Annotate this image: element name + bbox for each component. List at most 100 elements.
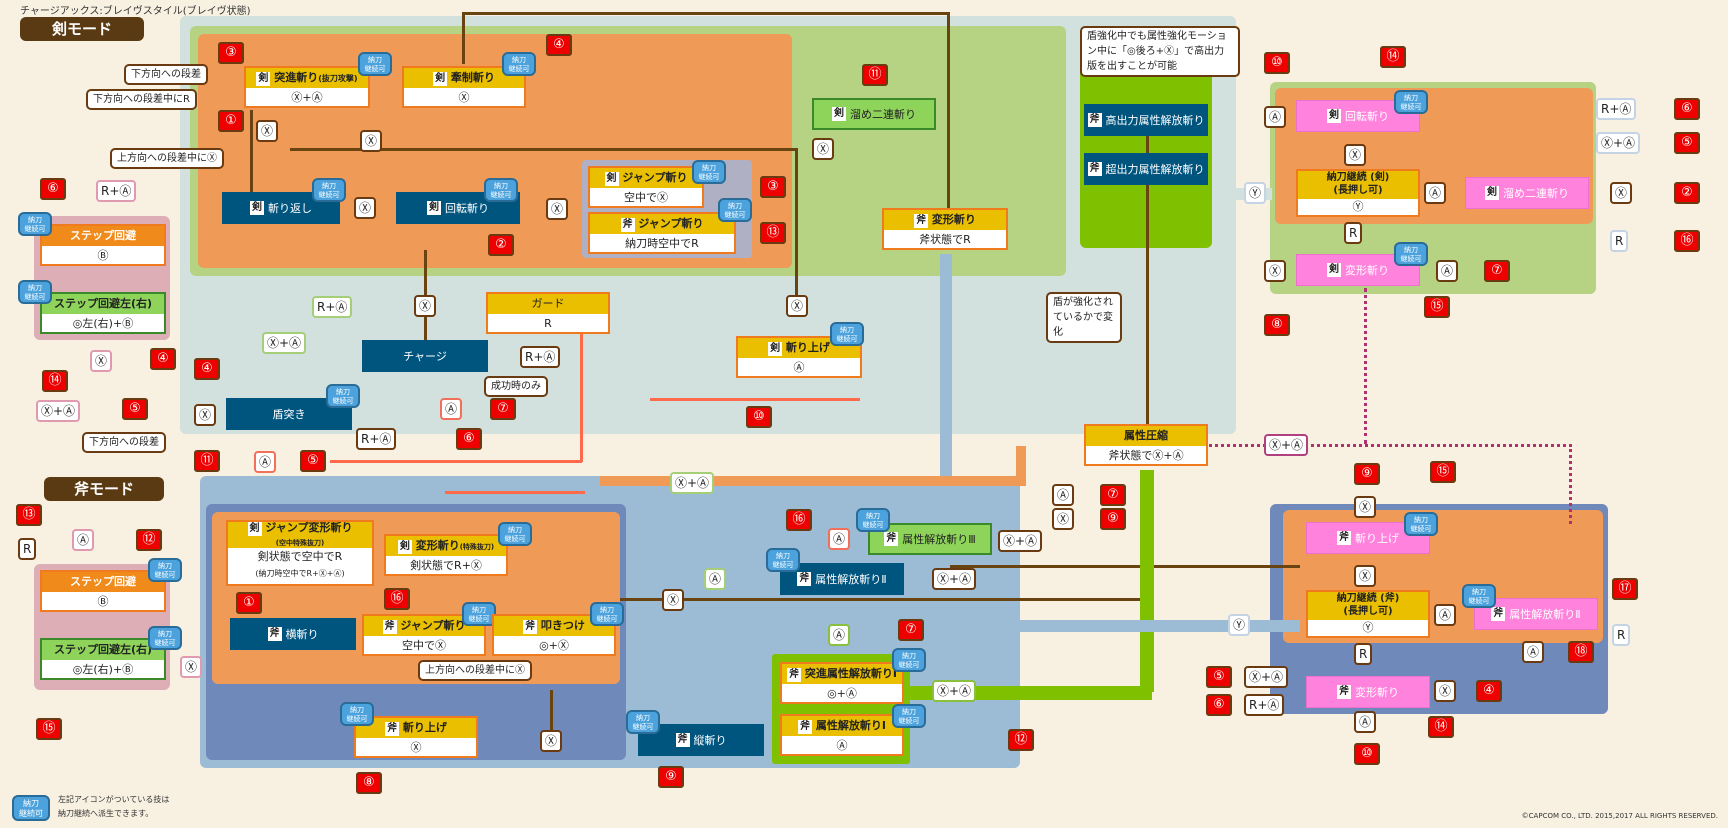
- nanto-sword-tame: 剣溜め二連斬り: [1465, 177, 1589, 209]
- ref-5: ⑤: [300, 450, 326, 472]
- nanto-badge: 納刀 継続可: [18, 212, 52, 236]
- move-name: ステップ回避: [42, 226, 164, 246]
- key-a: Ⓐ: [828, 624, 851, 646]
- nanto-badge: 納刀 継続可: [18, 280, 52, 304]
- move-sub: (長押し可): [1333, 185, 1383, 196]
- move-name: 納刀継続 (剣): [1326, 172, 1390, 183]
- key-r-a: R+Ⓐ: [1596, 98, 1637, 120]
- key-x: Ⓧ: [1354, 565, 1377, 587]
- axe-tag: 斧: [787, 668, 802, 682]
- move-name: ステップ回避左(右): [42, 640, 164, 660]
- move-name: ジャンプ斬り: [638, 217, 704, 230]
- orange-thick-arrow: [600, 476, 1020, 486]
- move-input: Ⓧ: [458, 91, 470, 104]
- move-input: Ⓐ: [793, 361, 805, 374]
- move-name: ガード: [488, 294, 608, 314]
- key-x-a: Ⓧ+Ⓐ: [670, 472, 715, 494]
- dotted-connector: [1108, 444, 1572, 447]
- ref-17: ⑰: [1612, 578, 1638, 600]
- axe-tag: 斧: [1337, 531, 1351, 545]
- move-sub: (抜刀攻撃): [318, 74, 358, 83]
- key-x: Ⓧ: [1264, 260, 1287, 282]
- connector: [1146, 110, 1149, 428]
- green-thick-arrow: [1140, 470, 1154, 692]
- key-y: Ⓨ: [1228, 614, 1251, 636]
- ref-6: ⑥: [1206, 694, 1232, 716]
- blue-thick-arrow: [1020, 620, 1300, 632]
- nanto-badge: 納刀 継続可: [1462, 584, 1496, 608]
- sword-tag: 剣: [433, 72, 448, 86]
- move-sub: (特殊抜刀): [459, 543, 495, 551]
- ref-7: ⑦: [1100, 484, 1126, 506]
- note-down-step-2: 下方向への段差: [82, 432, 166, 453]
- ref-10: ⑩: [1354, 743, 1380, 765]
- nanto-axe-henkei: 斧変形斬り: [1306, 676, 1430, 708]
- move-name: 属性解放斬りⅢ: [902, 533, 976, 546]
- move-input: ◎左(右)+Ⓑ: [72, 663, 134, 676]
- sword-tag: 剣: [397, 540, 412, 554]
- ref-1: ①: [218, 110, 244, 132]
- key-r: R: [1612, 624, 1631, 646]
- move-input: Ⓑ: [97, 595, 109, 608]
- key-x: Ⓧ: [812, 138, 835, 160]
- connector: [462, 12, 950, 15]
- move-kiriage-axe: 斧 斬り上げ Ⓧ: [354, 716, 478, 758]
- move-input: ◎+Ⓐ: [827, 687, 857, 700]
- nanto-badge: 納刀 継続可: [856, 508, 890, 532]
- ref-7: ⑦: [898, 619, 924, 641]
- connector: [462, 12, 465, 64]
- move-high-power-kaiho: 斧高出力属性解放斬り: [1084, 104, 1208, 136]
- ref-7: ⑦: [490, 398, 516, 420]
- ref-6: ⑥: [456, 428, 482, 450]
- note-high-power: 盾強化中でも属性強化モーション中に「◎後ろ+Ⓧ」で高出力版を出すことが可能: [1080, 26, 1240, 77]
- axe-tag: 斧: [382, 620, 397, 634]
- move-name: 属性解放斬りⅡ: [815, 573, 887, 586]
- key-r-a: R+Ⓐ: [356, 428, 397, 450]
- nanto-badge: 納刀 継続可: [1394, 242, 1428, 266]
- key-a: Ⓐ: [1436, 260, 1459, 282]
- nanto-keizoku-sword: 納刀継続 (剣)(長押し可) Ⓨ: [1296, 169, 1420, 217]
- orange-thick-arrow: [1016, 446, 1026, 486]
- key-a: Ⓐ: [1424, 182, 1447, 204]
- move-name: 変形斬り: [1355, 686, 1399, 699]
- move-name: 盾突き: [272, 408, 306, 421]
- nanto-axe-kaiho2: 斧属性解放斬りⅡ: [1474, 598, 1598, 630]
- ref-5: ⑤: [122, 398, 148, 420]
- note-down-step-r: 下方向への段差中にR: [86, 89, 197, 110]
- ref-12: ⑫: [136, 529, 162, 551]
- move-name: ジャンプ斬り: [400, 619, 466, 632]
- key-a: Ⓐ: [1434, 604, 1457, 626]
- key-x-a: Ⓧ+Ⓐ: [1244, 666, 1289, 688]
- connector: [950, 565, 1300, 568]
- key-r: R: [1610, 230, 1629, 252]
- move-tatakitsuke: 斧 叩きつけ ◎+Ⓧ: [492, 614, 616, 656]
- nanto-badge: 納刀 継続可: [830, 322, 864, 346]
- key-x-a: Ⓧ+Ⓐ: [1264, 434, 1309, 456]
- red-connector: [330, 460, 582, 463]
- move-guard: ガード R: [486, 292, 610, 334]
- nanto-badge: 納刀 継続可: [892, 648, 926, 672]
- sword-tag: 剣: [247, 522, 262, 536]
- move-input-2: (納刀時空中でR+Ⓧ+Ⓐ): [255, 569, 345, 578]
- key-x: Ⓧ: [546, 198, 569, 220]
- ref-4: ④: [150, 348, 176, 370]
- nanto-badge: 納刀 継続可: [358, 52, 392, 76]
- axe-tag: 斧: [798, 720, 813, 734]
- move-name: 牽制斬り: [450, 71, 495, 84]
- key-r-a: R+Ⓐ: [312, 296, 353, 318]
- sword-tag: 剣: [1327, 109, 1341, 123]
- connector: [947, 12, 950, 208]
- ref-10: ⑩: [746, 406, 772, 428]
- nanto-badge: 納刀 継続可: [148, 558, 182, 582]
- key-a: Ⓐ: [254, 451, 277, 473]
- nanto-badge: 納刀 継続可: [326, 384, 360, 408]
- move-name: 突進属性解放斬りⅠ: [804, 667, 897, 680]
- ref-13: ⑬: [760, 222, 786, 244]
- move-name: ステップ回避左(右): [42, 294, 164, 314]
- key-x: Ⓧ: [786, 295, 809, 317]
- move-name: 回転斬り: [1345, 110, 1389, 123]
- legend-nanto-badge: 納刀 継続可: [12, 795, 50, 821]
- axe-tag: 斧: [267, 627, 282, 641]
- move-kensei-giri: 剣 牽制斬り Ⓧ: [402, 66, 526, 108]
- ref-6: ⑥: [1674, 98, 1700, 120]
